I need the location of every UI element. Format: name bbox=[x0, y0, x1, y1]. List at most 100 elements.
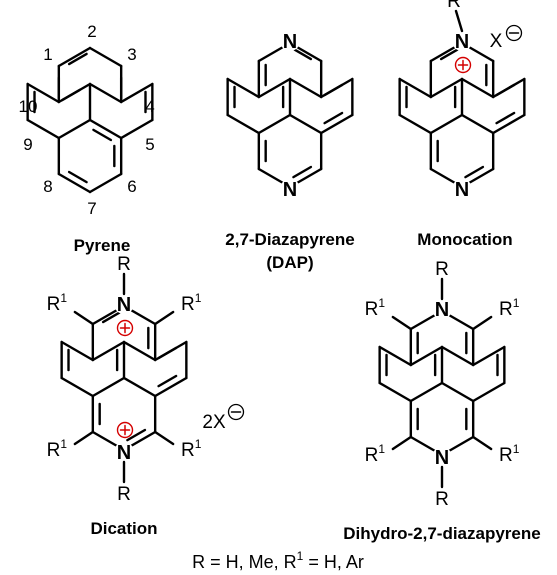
nitrogen-atom: N bbox=[283, 179, 297, 201]
double-bond-inner bbox=[323, 111, 344, 125]
r1-bottom-left: R1 bbox=[47, 437, 68, 461]
double-bond-inner bbox=[157, 346, 178, 360]
nitrogen-mask bbox=[452, 31, 472, 51]
bond-b8-c2 bbox=[57, 118, 92, 140]
bond-c1-b1 bbox=[91, 340, 126, 362]
nitrogen-mask bbox=[114, 442, 134, 462]
nitrogen-mask bbox=[432, 447, 452, 467]
substituent-footnote: R = H, Me, R1 = H, Ar bbox=[192, 549, 364, 572]
bond-b8-c2 bbox=[429, 113, 464, 135]
positive-charge bbox=[116, 421, 134, 439]
bond-b5-b6 bbox=[119, 118, 154, 140]
n-r-bond bbox=[454, 9, 464, 33]
caption-monocation: Monocation bbox=[417, 230, 512, 249]
double-bond-inner bbox=[67, 52, 88, 66]
caption-dication: Dication bbox=[90, 519, 157, 538]
r1-bond bbox=[471, 315, 493, 331]
r-substituent-top: R bbox=[117, 254, 131, 275]
bond-c1-b1 bbox=[429, 77, 464, 99]
r1-bond bbox=[391, 315, 413, 331]
nitrogen-atom: N bbox=[435, 299, 449, 321]
pyrene-position-2: 2 bbox=[87, 22, 96, 41]
nitrogen-atom: N bbox=[117, 294, 131, 316]
counterion-x: X bbox=[490, 31, 503, 52]
r1-bond bbox=[471, 435, 493, 451]
double-bond-inner bbox=[495, 111, 516, 125]
bond-b6-c2 bbox=[88, 118, 123, 140]
nitrogen-atom: N bbox=[455, 179, 469, 201]
caption-dap-abbrev: (DAP) bbox=[266, 253, 313, 272]
plus-ring bbox=[116, 319, 134, 337]
r-substituent-top: R bbox=[435, 259, 449, 280]
positive-charge bbox=[454, 56, 472, 74]
double-bond-inner bbox=[67, 170, 88, 184]
double-bond-inner bbox=[439, 47, 460, 61]
pyrene-position-3: 3 bbox=[127, 45, 136, 64]
bond-b6-c2 bbox=[122, 376, 157, 398]
pyrene-position-8: 8 bbox=[43, 177, 52, 196]
r-substituent-bottom: R bbox=[435, 489, 449, 510]
caption-dihydro: Dihydro-2,7-diazapyrene bbox=[343, 524, 540, 543]
pyrene-position-4: 4 bbox=[145, 97, 154, 116]
bond-b5-b6 bbox=[319, 113, 354, 135]
double-bond-inner bbox=[495, 83, 516, 97]
double-bond-inner bbox=[323, 83, 344, 97]
bond-b9-b8 bbox=[26, 118, 61, 140]
nitrogen-atom: N bbox=[117, 442, 131, 464]
pyrene-position-10: 10 bbox=[19, 97, 38, 116]
caption-pyrene: Pyrene bbox=[74, 236, 131, 255]
double-bond-inner bbox=[92, 128, 113, 142]
bond-b6-c2 bbox=[288, 113, 323, 135]
bond-b3-c1 bbox=[88, 82, 123, 104]
bond-b5-b6 bbox=[491, 113, 526, 135]
bond-b3-c1 bbox=[460, 77, 495, 99]
dap-structure: NN bbox=[226, 31, 354, 201]
r1-top-right: R1 bbox=[181, 291, 202, 315]
pyrene-position-9: 9 bbox=[23, 135, 32, 154]
pyrene-position-1: 1 bbox=[43, 45, 52, 64]
nitrogen-mask bbox=[452, 179, 472, 199]
pyrene-position-6: 6 bbox=[127, 177, 136, 196]
positive-charge bbox=[116, 319, 134, 337]
r1-top-left: R1 bbox=[365, 296, 386, 320]
nitrogen-atom: N bbox=[283, 31, 297, 53]
negative-charge bbox=[505, 24, 523, 42]
bond-b1-b10 bbox=[378, 345, 413, 367]
bond-b9-b8 bbox=[60, 376, 95, 398]
r1-bond bbox=[391, 435, 413, 451]
bond-b8-c2 bbox=[409, 381, 444, 403]
bond-b1-b10 bbox=[398, 77, 433, 99]
pyrene-position-5: 5 bbox=[145, 135, 154, 154]
bond-a2-a3 bbox=[88, 46, 123, 68]
r1-bond bbox=[73, 430, 95, 446]
bond-b6-c2 bbox=[440, 381, 475, 403]
r-substituent: R bbox=[447, 0, 461, 12]
bond-b9-b8 bbox=[378, 381, 413, 403]
bond-b3-b4 bbox=[471, 345, 506, 367]
bond-b3-b4 bbox=[119, 82, 154, 104]
double-bond-inner bbox=[61, 88, 81, 102]
bond-a7-a6 bbox=[88, 172, 123, 194]
bond-b1-b10 bbox=[60, 340, 95, 362]
bond-b9-b8 bbox=[226, 113, 261, 135]
nitrogen-mask bbox=[280, 179, 300, 199]
double-bond-inner bbox=[292, 47, 313, 61]
bond-b8-c2 bbox=[91, 376, 126, 398]
negative-charge bbox=[227, 403, 245, 421]
bond-b5-b6 bbox=[471, 381, 506, 403]
bond-a1-a2 bbox=[57, 46, 92, 68]
bond-b9-b8 bbox=[398, 113, 433, 135]
bond-b1-b10 bbox=[226, 77, 261, 99]
r1-bottom-left: R1 bbox=[365, 442, 386, 466]
minus-ring bbox=[227, 403, 245, 421]
minus-ring bbox=[505, 24, 523, 42]
structure-captions: Pyrene 2,7-Diazapyrene (DAP) Monocation … bbox=[74, 230, 541, 543]
bond-b5-b6 bbox=[153, 376, 188, 398]
plus-ring bbox=[454, 56, 472, 74]
bond-c1-b1 bbox=[409, 345, 444, 367]
nitrogen-atom: N bbox=[455, 31, 469, 53]
double-bond-inner bbox=[292, 165, 313, 179]
